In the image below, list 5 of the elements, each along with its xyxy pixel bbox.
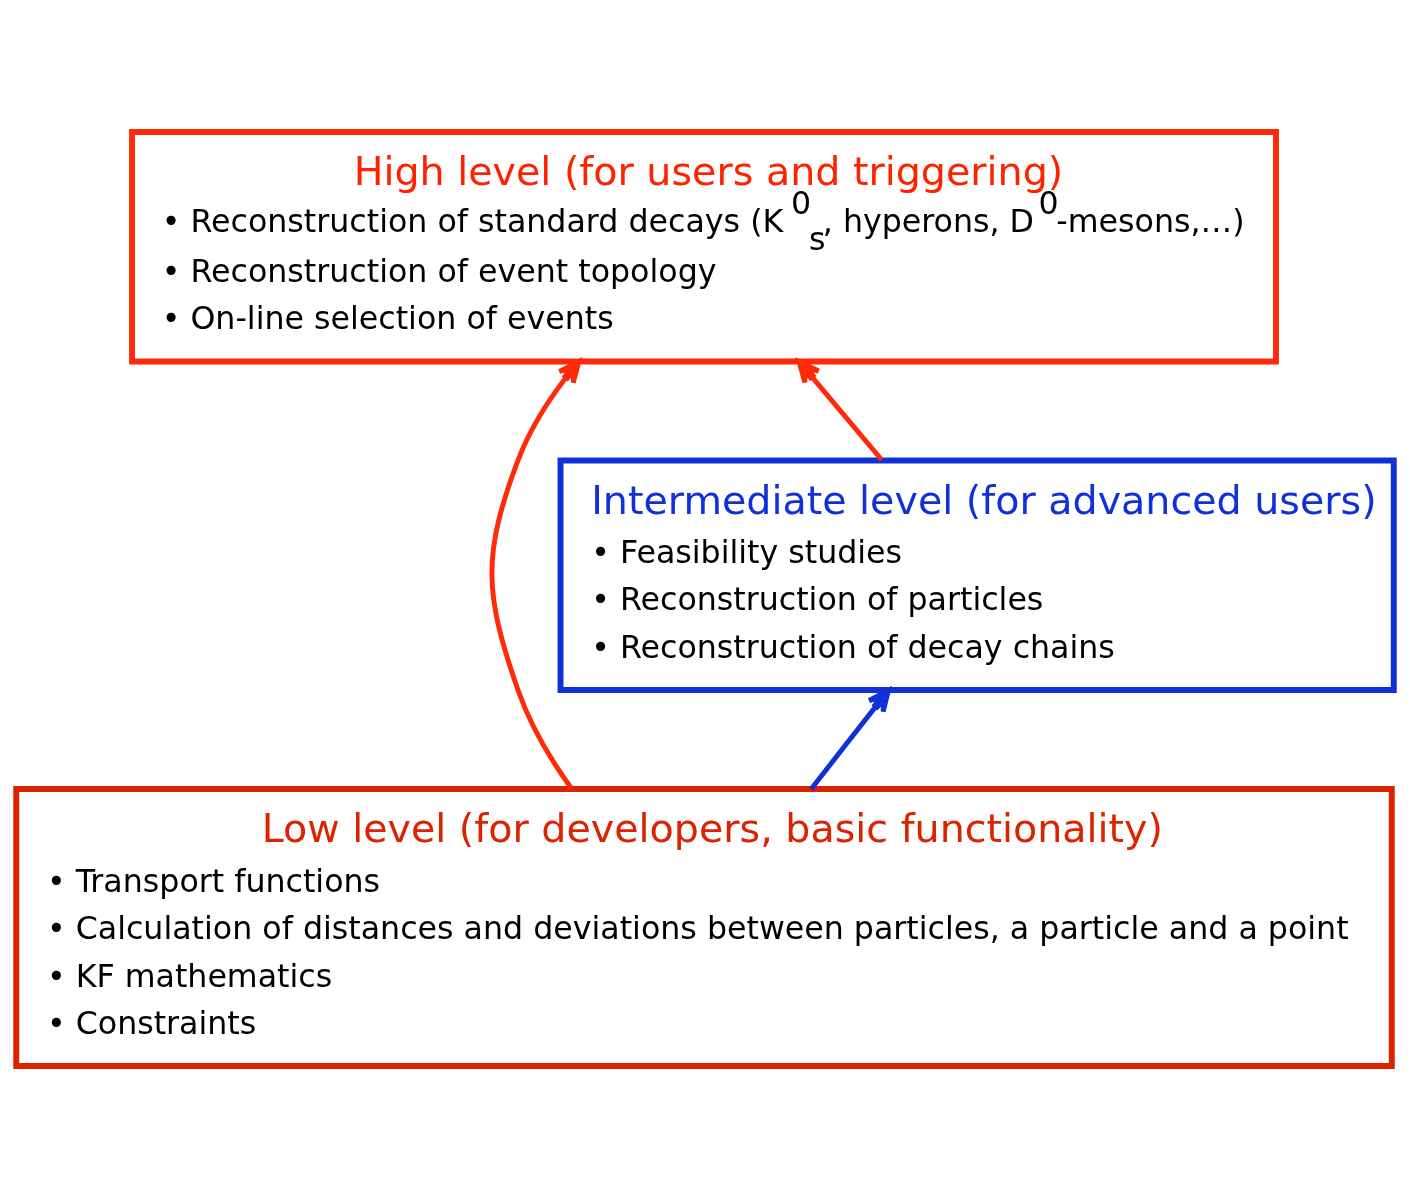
node-box: Intermediate level (for advanced users) • Feasibility studies • Reconstruction of particles • Reconstruction of decay chains [557,457,1397,693]
node-box: Low level (for developers, basic functionality) • Transport functions • Calculation of distances and deviations between particles, a particle and a point • KF mathematics • Constraints [13,786,1395,1070]
arrow [489,359,582,790]
arrow [796,359,884,462]
arrow [809,688,891,791]
